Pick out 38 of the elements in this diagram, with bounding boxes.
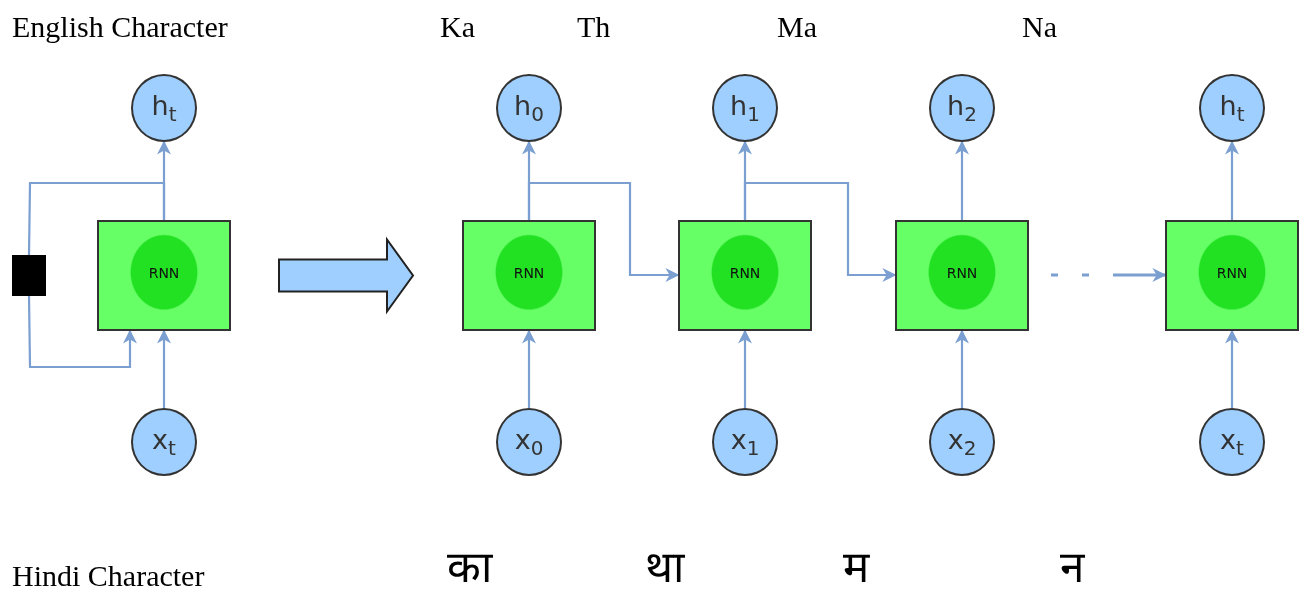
output-circle: h$_{0}$	[496, 74, 562, 142]
letter-label: न	[1060, 545, 1084, 589]
row-label: English Character	[12, 12, 228, 42]
output-circle: h$_{2}$	[929, 74, 995, 142]
input-circle: x$_{1}$	[712, 408, 778, 476]
letter-label: Ka	[440, 12, 475, 42]
block-arrow	[278, 236, 415, 315]
rnn-cell-box: RNN	[895, 220, 1029, 331]
arrow	[27, 296, 137, 369]
letter-label: का	[447, 545, 492, 589]
arrow	[738, 329, 752, 408]
output-circle: h$_{t}$	[131, 74, 197, 142]
input-circle: x$_{t}$	[131, 408, 197, 476]
arrow	[743, 181, 897, 282]
input-circle: x$_{2}$	[929, 408, 995, 476]
letter-label: था	[645, 545, 684, 589]
input-circle: x$_{t}$	[1199, 408, 1265, 476]
arrow	[527, 181, 680, 282]
letter-label: Na	[1022, 12, 1057, 42]
letter-label: Ma	[777, 12, 817, 42]
arrow	[157, 329, 171, 408]
arrow	[1225, 329, 1239, 408]
rnn-cell-box: RNN	[1165, 220, 1299, 331]
arrow	[1225, 140, 1239, 220]
arrow	[955, 329, 969, 408]
letter-label: म	[843, 545, 869, 589]
connector-line	[27, 181, 166, 255]
output-circle: h$_{t}$	[1199, 74, 1265, 142]
arrow	[522, 329, 536, 408]
row-label: Hindi Character	[12, 561, 205, 591]
rnn-cell-box: RNN	[462, 220, 596, 331]
rnn-cell-box: RNN	[97, 220, 231, 331]
delay-square	[12, 255, 46, 296]
rnn-cell-box: RNN	[678, 220, 812, 331]
output-circle: h$_{1}$	[712, 74, 778, 142]
input-circle: x$_{0}$	[496, 408, 562, 476]
arrow	[955, 140, 969, 220]
letter-label: Th	[577, 12, 611, 42]
